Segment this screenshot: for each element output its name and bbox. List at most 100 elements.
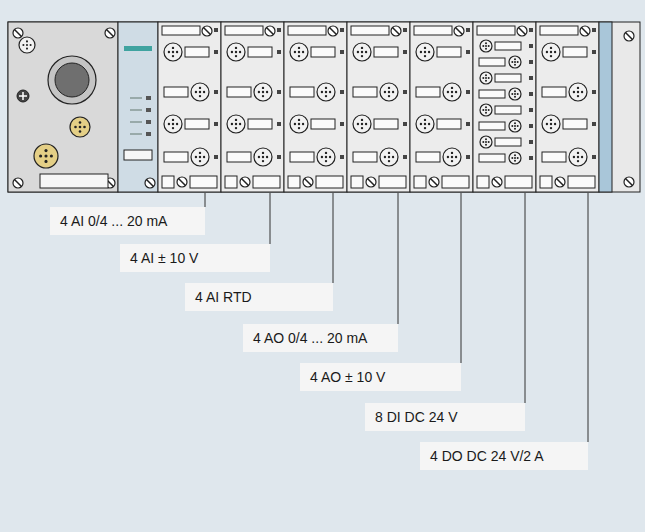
screw-slot — [204, 28, 211, 35]
socket-pin — [44, 149, 47, 152]
socket-pin — [258, 156, 260, 158]
m12-socket — [480, 136, 492, 148]
screw — [492, 177, 502, 187]
socket-pin — [168, 123, 170, 125]
channel-label — [311, 119, 335, 129]
screw — [303, 177, 313, 187]
socket-pin — [50, 154, 53, 157]
socket-pin — [298, 119, 300, 121]
coding-element — [540, 176, 552, 188]
label-text: 4 AO ± 10 V — [300, 363, 385, 391]
channel-led — [340, 90, 344, 94]
socket-pin — [577, 160, 579, 162]
m12-socket — [227, 115, 245, 133]
socket-pin — [199, 87, 201, 89]
leader-line — [461, 193, 462, 363]
status-led — [214, 28, 218, 32]
channel-label — [479, 90, 505, 98]
screw-slot — [330, 28, 337, 35]
label-strip — [505, 176, 532, 188]
socket-pin — [482, 109, 484, 111]
socket-pin — [258, 91, 260, 93]
m12-socket — [353, 43, 371, 61]
socket-pin — [514, 157, 516, 159]
channel-led — [466, 50, 470, 54]
socket-pin — [577, 95, 579, 97]
socket-pin — [485, 42, 487, 44]
socket-pin — [168, 51, 170, 53]
channel-label — [542, 87, 566, 97]
screw-slot — [626, 33, 633, 40]
socket-pin — [485, 48, 487, 50]
screw-slot — [15, 180, 22, 187]
io-module — [410, 22, 473, 192]
channel-led — [403, 155, 407, 159]
m12-socket — [480, 72, 492, 84]
socket-pin — [235, 123, 237, 125]
m12-socket — [416, 115, 434, 133]
socket-pin — [235, 55, 237, 57]
socket-pin — [485, 74, 487, 76]
socket-pin — [581, 156, 583, 158]
channel-led — [529, 156, 533, 160]
screw — [328, 26, 338, 36]
socket-pin — [361, 55, 363, 57]
socket-pin — [511, 61, 513, 63]
status-led — [146, 120, 151, 124]
screw — [624, 31, 634, 41]
socket-pin — [325, 95, 327, 97]
socket-pin — [325, 156, 327, 158]
channel-led — [403, 50, 407, 54]
label-strip — [414, 26, 452, 35]
socket-pin — [79, 126, 82, 129]
socket-pin — [266, 91, 268, 93]
socket-pin — [554, 51, 556, 53]
channel-label — [563, 119, 587, 129]
socket-pin — [176, 123, 178, 125]
socket-pin — [262, 91, 264, 93]
termination-module — [599, 22, 612, 192]
socket-pin — [485, 45, 487, 47]
bus-connector-core — [55, 63, 89, 97]
socket-pin — [325, 87, 327, 89]
channel-label — [290, 87, 314, 97]
channel-label — [248, 47, 272, 57]
socket-pin — [231, 51, 233, 53]
socket-pin — [424, 127, 426, 129]
channel-label — [227, 152, 251, 162]
leader-line — [398, 193, 399, 324]
channel-led — [529, 44, 533, 48]
channel-label — [311, 47, 335, 57]
channel-led — [214, 122, 218, 126]
screw — [624, 177, 634, 187]
socket-pin — [325, 160, 327, 162]
leader-line — [588, 193, 589, 442]
channel-label — [495, 74, 521, 82]
socket-pin — [517, 157, 519, 159]
socket-pin — [30, 44, 32, 46]
coding-element — [477, 176, 489, 188]
socket-pin — [455, 91, 457, 93]
m12-socket — [317, 83, 335, 101]
socket-pin — [361, 51, 363, 53]
coding-element — [351, 176, 363, 188]
channel-led — [214, 155, 218, 159]
module-label: 4 DO DC 24 V/2 A — [420, 442, 588, 470]
socket-pin — [294, 123, 296, 125]
socket-pin — [482, 77, 484, 79]
status-led — [592, 28, 596, 32]
socket-pin — [514, 125, 516, 127]
power-module — [118, 22, 158, 192]
screw — [240, 177, 250, 187]
label-strip — [442, 176, 469, 188]
interface-module — [8, 22, 118, 192]
socket-pin — [511, 93, 513, 95]
io-module — [473, 22, 536, 192]
socket-pin — [550, 55, 552, 57]
screw — [13, 178, 23, 188]
socket-pin — [172, 51, 174, 53]
socket-pin — [74, 126, 77, 129]
screw-slot — [431, 179, 438, 186]
module-label: 4 AI 0/4 ... 20 mA — [50, 207, 205, 235]
socket-pin — [550, 127, 552, 129]
